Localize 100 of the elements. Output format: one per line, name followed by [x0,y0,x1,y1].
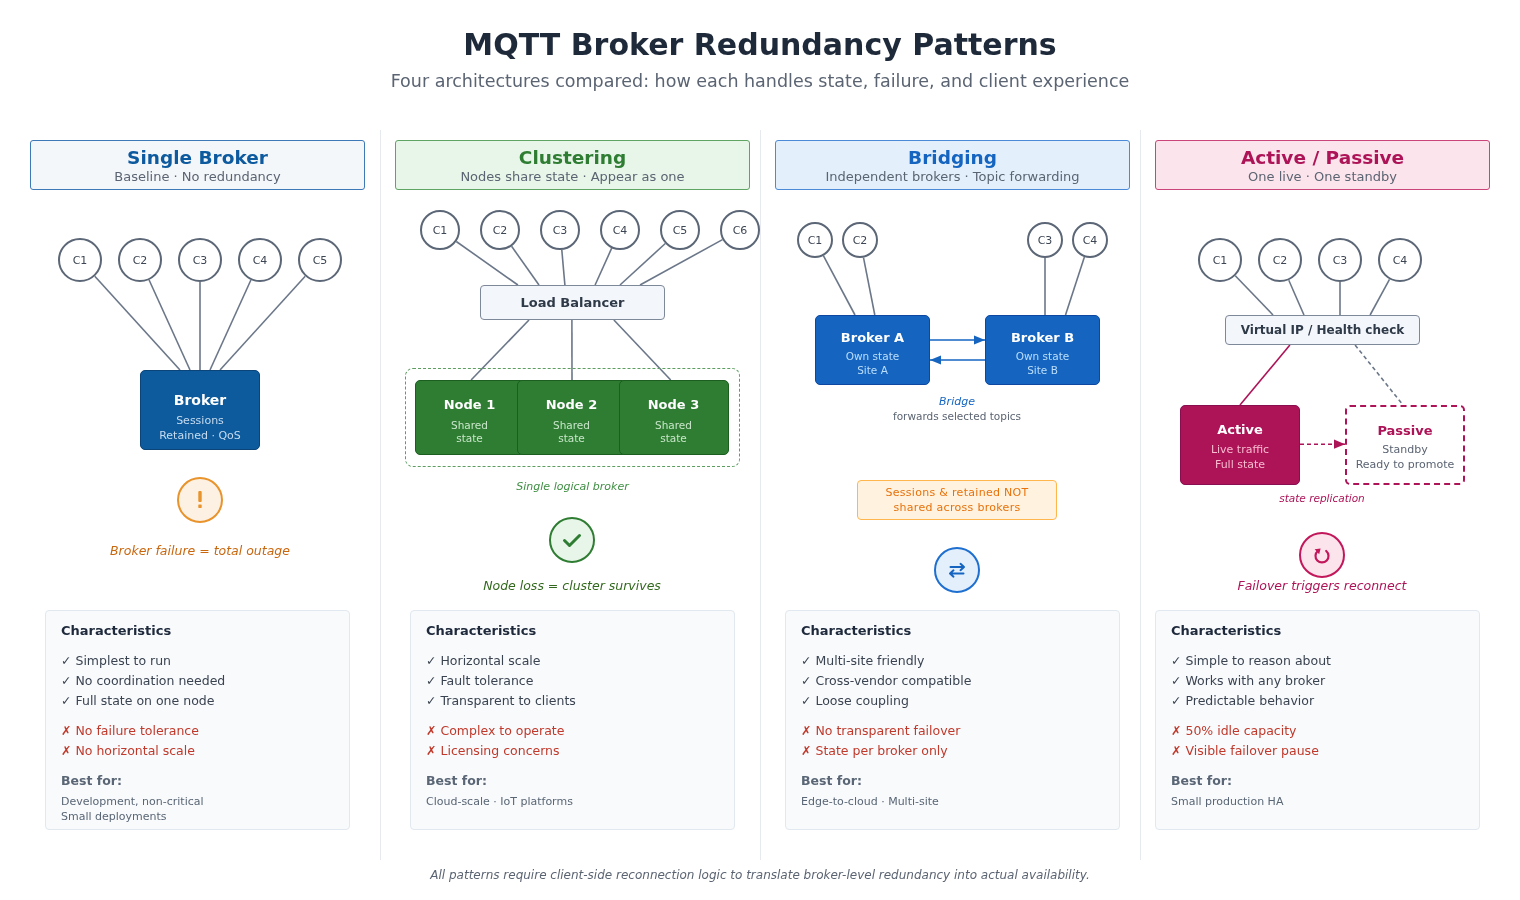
warning-note: Sessions & retained NOT shared across brokers [857,480,1057,520]
card-heading: Characteristics [801,622,912,640]
connector-line [1288,279,1305,316]
client-circle: C3 [1318,238,1362,282]
node-title: Broker A [840,329,905,347]
node-detail: Shared state [655,418,692,445]
pattern-title: Single Broker [127,147,268,169]
client-circle: C3 [1027,222,1063,258]
con-item: ✗ Complex to operate [426,722,565,740]
virtual-ip-box: Virtual IP / Health check [1225,315,1420,345]
best-for-item: Small deployments [61,809,167,824]
node-title: Passive [1377,421,1433,440]
bridge-description: forwards selected topics [892,410,1022,422]
con-item: ✗ No failure tolerance [61,722,199,740]
pro-item: ✓ Works with any broker [1171,672,1326,690]
connector-line [199,281,201,371]
client-circle: C6 [720,210,760,250]
connector-line [619,242,667,286]
pattern-header-band [395,140,750,190]
subtitle: Four architectures compared: how each handles state, failure, and client experience [390,71,1130,91]
con-item: ✗ No horizontal scale [61,742,195,760]
arrow [929,355,986,365]
node-detail: Sessions [176,413,224,428]
bridge-label: Bridge [939,394,975,408]
client-circle: C5 [660,210,700,250]
characteristics-card [45,610,350,830]
best-for-item: Cloud-scale · IoT platforms [426,794,573,809]
client-circle: C1 [58,238,102,282]
node-title: Broker B [1010,329,1075,347]
connector-line [148,279,191,371]
best-for-heading: Best for: [1171,772,1232,790]
pattern-subtitle: Nodes share state · Appear as one [460,169,685,185]
connector-line [571,319,573,381]
connector-line [455,240,519,286]
replication-label: state replication [1279,492,1365,504]
best-for-heading: Best for: [801,772,862,790]
pattern-title: Clustering [518,147,627,169]
con-item: ✗ 50% idle capacity [1171,722,1297,740]
pattern-subtitle: Baseline · No redundancy [114,169,281,185]
node-detail: Ready to promote [1355,457,1455,472]
group-caption: Single logical broker [516,479,629,493]
node-detail: Full state [1214,456,1266,472]
broker-box [985,315,1100,385]
cluster-group-outline [405,368,740,467]
client-circle: C2 [118,238,162,282]
node-title: Active [1217,421,1263,439]
client-circle: C4 [600,210,640,250]
pro-item: ✓ No coordination needed [61,672,226,690]
node-title: Node 2 [545,395,598,414]
standby-broker-box [1345,405,1465,485]
node-detail: Site A [857,363,888,377]
arrow [929,335,986,345]
pattern-subtitle: One live · One standby [1248,169,1397,185]
con-item: ✗ Licensing concerns [426,742,560,760]
cluster-node-box [618,379,729,455]
characteristics-card [1155,610,1480,830]
pattern-subtitle: Independent brokers · Topic forwarding [825,169,1080,185]
pattern-header-band [775,140,1130,190]
pattern-title: Active / Passive [1240,147,1405,169]
node-detail: Site B [1027,363,1058,377]
connector-line [862,256,876,316]
outcome-caption: Node loss = cluster survives [483,577,661,593]
best-for-heading: Best for: [426,772,487,790]
broker-box [815,315,930,385]
pro-item: ✓ Transparent to clients [426,692,576,710]
best-for-item: Small production HA [1171,794,1284,809]
connector-line [822,255,856,316]
card-heading: Characteristics [61,622,172,640]
connector-line [470,319,530,381]
client-circle: C2 [480,210,520,250]
broker-box [140,370,260,450]
outcome-caption: Broker failure = total outage [110,542,290,558]
connector-line [94,275,181,371]
active-broker-box [1180,405,1300,485]
node-title: Node 1 [443,395,496,414]
best-for-item: Edge-to-cloud · Multi-site [801,794,939,809]
dashed-arrow [1299,439,1346,449]
pro-item: ✓ Simplest to run [61,652,172,670]
client-circle: C2 [1258,238,1302,282]
con-item: ✗ Visible failover pause [1171,742,1319,760]
client-circle: C2 [842,222,878,258]
connector-line [209,279,252,371]
client-circle: C3 [540,210,580,250]
pattern-header-band [30,140,365,190]
card-heading: Characteristics [426,622,537,640]
connector-line [1064,256,1086,316]
card-heading: Characteristics [1171,622,1282,640]
node-detail: Own state [1015,349,1070,363]
pro-item: ✓ Horizontal scale [426,652,541,670]
pattern-header-band [1155,140,1490,190]
connector-line [594,247,613,286]
client-circle: C4 [1072,222,1108,258]
node-detail: Shared state [451,418,488,445]
node-detail: Retained · QoS [159,428,241,443]
node-title: Node 3 [647,395,700,414]
client-circle: C4 [1378,238,1422,282]
pro-item: ✓ Cross-vendor compatible [801,672,972,690]
footnote: All patterns require client-side reconnection logic to translate broker-level redundancy into actual availability. [430,868,1090,882]
con-item: ✗ No transparent failover [801,722,961,740]
client-circle: C3 [178,238,222,282]
